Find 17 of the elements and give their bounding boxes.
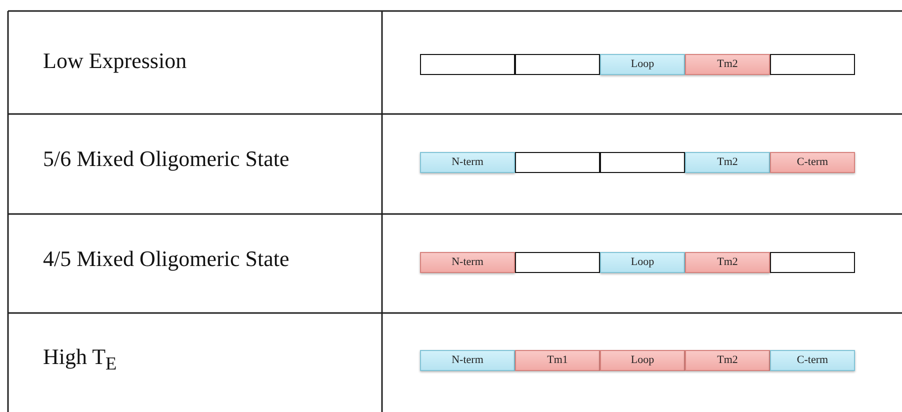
protein-segment: N-term: [420, 152, 515, 173]
protein-segment: Loop: [600, 54, 685, 75]
row-label: 4/5 Mixed Oligomeric State: [43, 246, 290, 272]
protein-segment: Tm2: [685, 54, 770, 75]
row-label: High T$_{E}$: [43, 344, 117, 374]
protein-segment: Tm2: [685, 350, 770, 371]
protein-segment: Loop: [600, 252, 685, 273]
protein-segment: N-term: [420, 350, 515, 371]
protein-segment: Tm1: [515, 350, 600, 371]
row-label: 5/6 Mixed Oligomeric State: [43, 146, 290, 172]
protein-segment: Tm2: [685, 152, 770, 173]
protein-segment: C-term: [770, 152, 855, 173]
row-label: Low Expression: [43, 48, 187, 74]
protein-segment: C-term: [770, 350, 855, 371]
protein-segment: Tm2: [685, 252, 770, 273]
protein-segment: N-term: [420, 252, 515, 273]
protein-segment: Loop: [600, 350, 685, 371]
